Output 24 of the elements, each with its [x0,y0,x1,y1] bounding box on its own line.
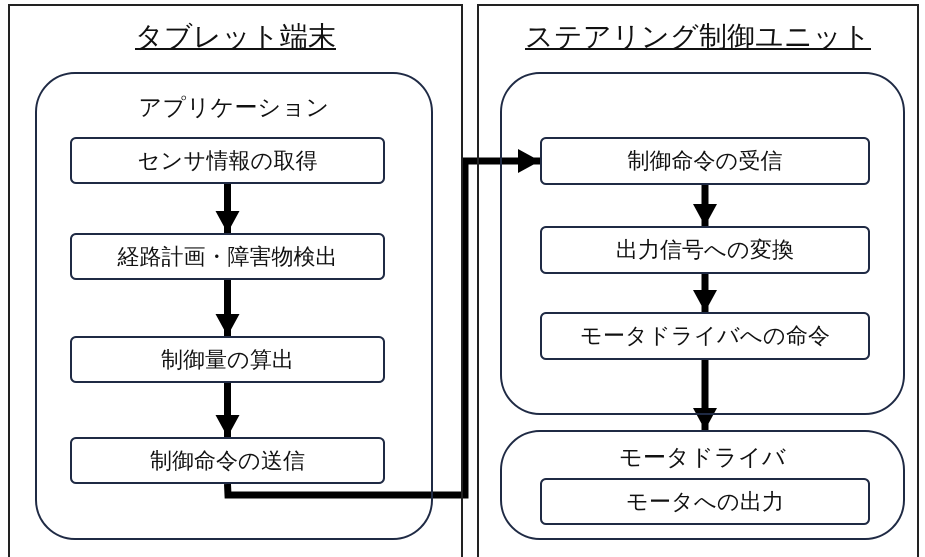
box-title: モータドライバ [618,444,787,473]
arrow [216,280,240,336]
process-box: モータドライバへの命令 [540,312,870,360]
arrow [216,184,240,233]
rounded-box [35,72,433,540]
process-box: 制御命令の送信 [70,437,385,484]
arrow [693,274,717,312]
rounded-box [500,72,905,415]
process-box: 経路計画・障害物検出 [70,233,385,280]
arrow [693,360,717,430]
panel-title: ステアリング制御ユニット [524,19,872,55]
process-box: 制御命令の受信 [540,137,870,185]
process-box: 出力信号への変換 [540,226,870,274]
process-box: 制御量の算出 [70,336,385,383]
rounded-box [500,430,905,540]
panel-title: タブレット端末 [134,19,337,55]
arrow [224,149,540,498]
box-title: アプリケーション [138,94,330,123]
process-box: モータへの出力 [540,478,870,525]
panel [477,4,919,557]
arrow [216,383,240,437]
panel [8,4,463,557]
process-box: センサ情報の取得 [70,137,385,184]
arrow [693,185,717,226]
